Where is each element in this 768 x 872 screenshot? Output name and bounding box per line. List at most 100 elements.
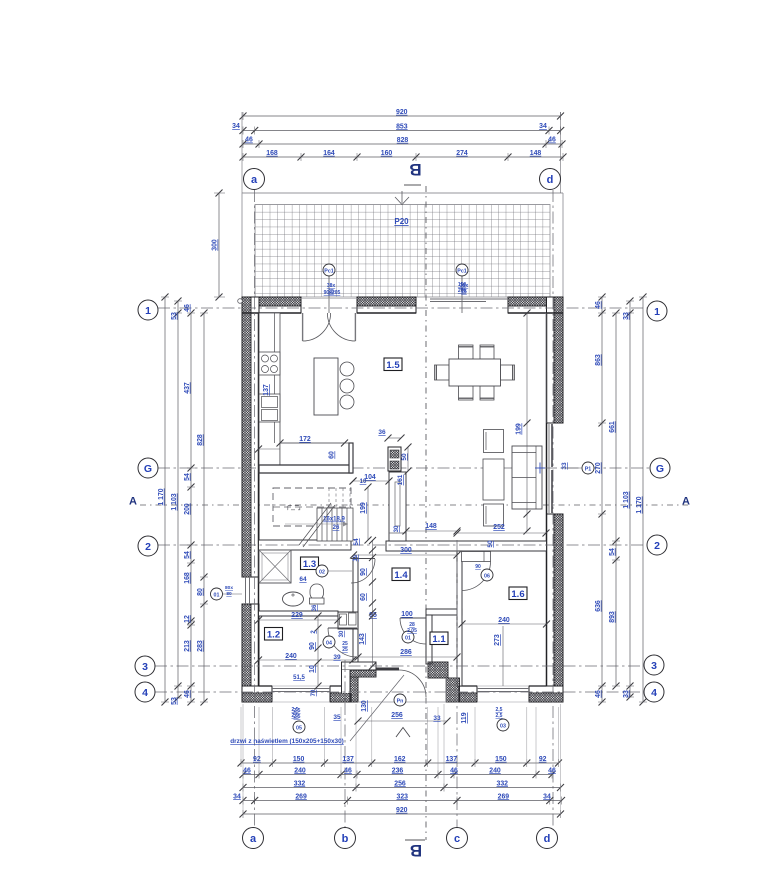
- svg-text:274: 274: [456, 150, 468, 157]
- svg-text:143: 143: [359, 633, 366, 645]
- svg-text:60: 60: [360, 593, 367, 601]
- svg-text:1.4: 1.4: [394, 570, 408, 581]
- svg-text:d: d: [544, 833, 551, 845]
- svg-text:46: 46: [184, 690, 191, 698]
- svg-text:323: 323: [397, 793, 409, 800]
- svg-text:70: 70: [311, 689, 317, 696]
- svg-text:G: G: [656, 463, 664, 475]
- svg-text:256: 256: [394, 780, 406, 787]
- svg-text:10: 10: [360, 479, 367, 485]
- svg-text:150: 150: [495, 756, 507, 763]
- svg-text:Pc1: Pc1: [457, 269, 466, 275]
- svg-text:06: 06: [484, 573, 490, 579]
- svg-text:30: 30: [394, 525, 400, 532]
- svg-text:16x18,9: 16x18,9: [323, 517, 345, 523]
- svg-text:130: 130: [361, 700, 368, 712]
- svg-text:92: 92: [253, 756, 261, 763]
- svg-text:90: 90: [309, 642, 316, 650]
- svg-text:a: a: [251, 174, 258, 186]
- svg-text:02: 02: [319, 569, 325, 575]
- svg-text:64: 64: [299, 576, 307, 583]
- svg-text:2,5: 2,5: [292, 707, 299, 713]
- svg-text:01: 01: [214, 592, 220, 598]
- svg-text:33: 33: [433, 715, 441, 722]
- svg-text:104: 104: [364, 474, 376, 481]
- svg-text:90: 90: [475, 564, 481, 570]
- svg-text:39: 39: [333, 654, 341, 661]
- svg-text:d: d: [547, 174, 554, 186]
- svg-text:150: 150: [293, 756, 305, 763]
- svg-text:270: 270: [595, 462, 602, 474]
- svg-text:54: 54: [184, 551, 191, 559]
- svg-text:269: 269: [498, 793, 510, 800]
- svg-text:1.6: 1.6: [511, 589, 524, 600]
- svg-text:2: 2: [145, 541, 151, 553]
- svg-text:1.2: 1.2: [267, 629, 280, 640]
- svg-text:54: 54: [353, 538, 360, 546]
- svg-text:148: 148: [425, 523, 437, 530]
- svg-text:38x: 38x: [460, 283, 469, 289]
- svg-text:332: 332: [497, 780, 509, 787]
- svg-text:46: 46: [184, 304, 191, 312]
- svg-text:300: 300: [212, 239, 219, 251]
- svg-text:256: 256: [391, 712, 403, 719]
- svg-text:90x205: 90x205: [324, 290, 341, 296]
- svg-text:199: 199: [360, 502, 367, 514]
- svg-text:G: G: [144, 463, 152, 475]
- svg-text:B: B: [409, 160, 421, 179]
- svg-text:119: 119: [461, 712, 468, 723]
- svg-text:Pc1: Pc1: [324, 269, 333, 275]
- svg-text:92: 92: [539, 756, 547, 763]
- svg-text:28: 28: [409, 622, 415, 628]
- svg-text:283: 283: [197, 640, 204, 652]
- svg-text:60: 60: [329, 451, 336, 459]
- svg-text:54: 54: [609, 548, 616, 556]
- svg-text:51,5: 51,5: [293, 675, 305, 681]
- svg-text:36: 36: [378, 429, 386, 436]
- svg-text:19: 19: [352, 554, 359, 562]
- svg-text:168: 168: [266, 150, 278, 157]
- svg-text:1.5: 1.5: [386, 360, 400, 371]
- svg-text:2: 2: [654, 540, 660, 552]
- svg-text:P20: P20: [394, 217, 409, 226]
- svg-text:1: 1: [145, 305, 151, 317]
- svg-text:25: 25: [461, 289, 467, 295]
- svg-text:P1: P1: [585, 466, 592, 472]
- svg-text:34: 34: [233, 793, 241, 800]
- svg-text:54: 54: [184, 473, 191, 481]
- svg-text:100: 100: [401, 611, 413, 618]
- svg-text:828: 828: [197, 434, 204, 446]
- svg-text:53: 53: [171, 312, 178, 320]
- svg-text:30: 30: [339, 630, 345, 637]
- svg-text:286: 286: [400, 649, 412, 656]
- svg-text:2: 2: [311, 630, 317, 634]
- svg-text:636: 636: [595, 600, 602, 612]
- svg-text:3: 3: [651, 660, 657, 672]
- svg-text:199: 199: [516, 423, 523, 435]
- svg-text:38x: 38x: [327, 283, 336, 289]
- svg-text:3: 3: [142, 661, 148, 673]
- svg-text:A: A: [129, 496, 137, 508]
- svg-text:150: 150: [458, 282, 467, 288]
- svg-text:920: 920: [396, 109, 408, 116]
- svg-text:240: 240: [285, 653, 297, 660]
- svg-text:160: 160: [381, 150, 393, 157]
- svg-text:drzwi z naświetlem (150x205+15: drzwi z naświetlem (150x205+150x30): [230, 738, 344, 745]
- svg-text:33: 33: [623, 312, 630, 320]
- svg-text:148: 148: [530, 150, 542, 157]
- svg-text:2,05: 2,05: [407, 628, 417, 634]
- svg-text:46: 46: [548, 137, 556, 144]
- svg-text:01: 01: [405, 635, 411, 641]
- svg-text:80: 80: [197, 588, 204, 596]
- svg-text:4: 4: [142, 687, 148, 699]
- svg-text:36: 36: [312, 604, 318, 611]
- svg-text:35: 35: [333, 714, 341, 721]
- svg-text:1 103: 1 103: [171, 493, 178, 510]
- svg-text:46: 46: [548, 767, 556, 774]
- svg-text:853: 853: [396, 123, 408, 130]
- svg-text:46: 46: [450, 767, 458, 774]
- svg-text:05: 05: [296, 725, 302, 731]
- svg-text:164: 164: [323, 150, 335, 157]
- svg-text:269: 269: [295, 793, 307, 800]
- svg-text:137: 137: [342, 756, 354, 763]
